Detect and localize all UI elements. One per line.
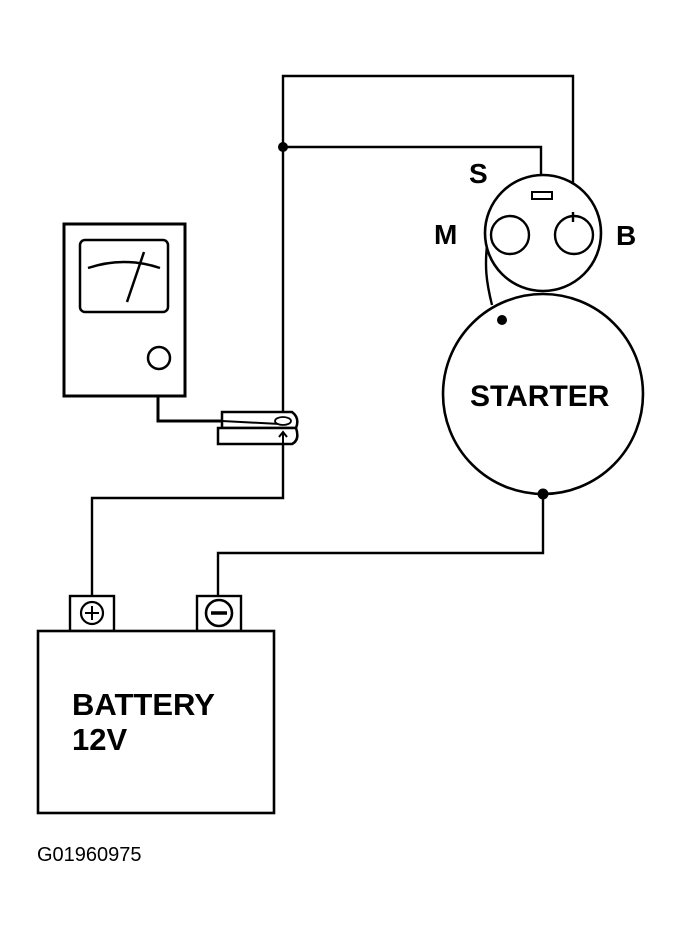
wire-starter-to-battery-negative xyxy=(216,494,545,598)
ammeter xyxy=(62,222,187,398)
wire-b-terminal-to-ammeter xyxy=(90,74,575,598)
ammeter-jack xyxy=(146,345,172,371)
m-terminal-label: M xyxy=(434,219,457,250)
s-terminal-label: S xyxy=(469,158,488,189)
battery-voltage-label: 12V xyxy=(72,722,127,757)
ammeter-display xyxy=(78,238,170,314)
starter-m-connection-dot xyxy=(497,315,507,325)
ammeter-needle xyxy=(125,251,146,303)
figure-code: G01960975 xyxy=(37,844,142,866)
battery-body xyxy=(36,629,276,815)
ammeter-clamp xyxy=(216,410,299,446)
b-terminal-label: B xyxy=(616,220,636,251)
s-terminal xyxy=(531,191,553,200)
wire-junction-to-s-terminal xyxy=(283,145,543,190)
battery-label: BATTERY xyxy=(72,687,215,722)
junction-dot xyxy=(278,142,288,152)
current-direction-arrow-icon xyxy=(278,430,288,446)
starter-label: STARTER xyxy=(470,380,610,413)
ammeter-scale-arc xyxy=(87,260,161,270)
battery xyxy=(36,594,276,815)
starter-solenoid xyxy=(483,173,603,293)
m-terminal xyxy=(489,214,531,256)
starter-motor xyxy=(441,292,645,496)
